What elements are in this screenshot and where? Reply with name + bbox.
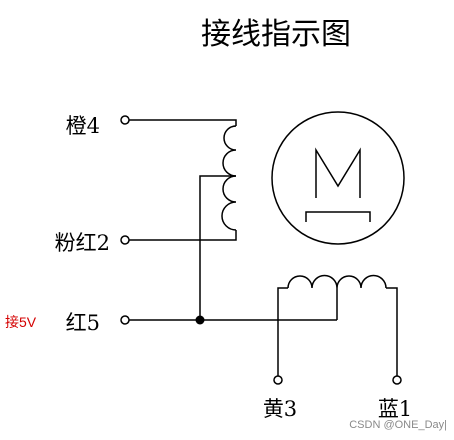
csdn-watermark: CSDN @ONE_Day| <box>349 419 447 431</box>
motor-symbol <box>271 111 405 245</box>
terminal-red-5 <box>120 315 130 325</box>
pin-label-pink-2: 粉红2 <box>55 231 110 255</box>
terminal-orange-4 <box>120 115 130 125</box>
pin-label-red-5: 红5 <box>66 311 100 335</box>
motor-circle <box>271 111 405 245</box>
wire-yellow-3 <box>277 287 288 376</box>
terminal-yellow-3 <box>273 375 283 385</box>
junction-dot <box>195 315 205 325</box>
pin-label-orange-4: 橙4 <box>66 114 100 138</box>
diagram-title: 接线指示图 <box>201 17 351 52</box>
connect-5v-note: 接5V <box>5 314 37 330</box>
coil-b-winding <box>287 274 387 289</box>
wire-orange-4 <box>129 119 237 126</box>
wire-center-tap-a <box>199 175 236 320</box>
coil-a-winding <box>221 125 237 231</box>
terminal-pink-2 <box>120 235 130 245</box>
motor-base-bracket <box>305 211 371 222</box>
terminal-blue-1 <box>392 375 402 385</box>
pin-label-yellow-3: 黄3 <box>263 397 297 421</box>
wire-pink-2 <box>129 230 237 241</box>
pin-label-blue-1: 蓝1 <box>378 397 412 421</box>
motor-letter-m-glyph <box>315 147 361 198</box>
wire-blue-1 <box>386 287 398 376</box>
